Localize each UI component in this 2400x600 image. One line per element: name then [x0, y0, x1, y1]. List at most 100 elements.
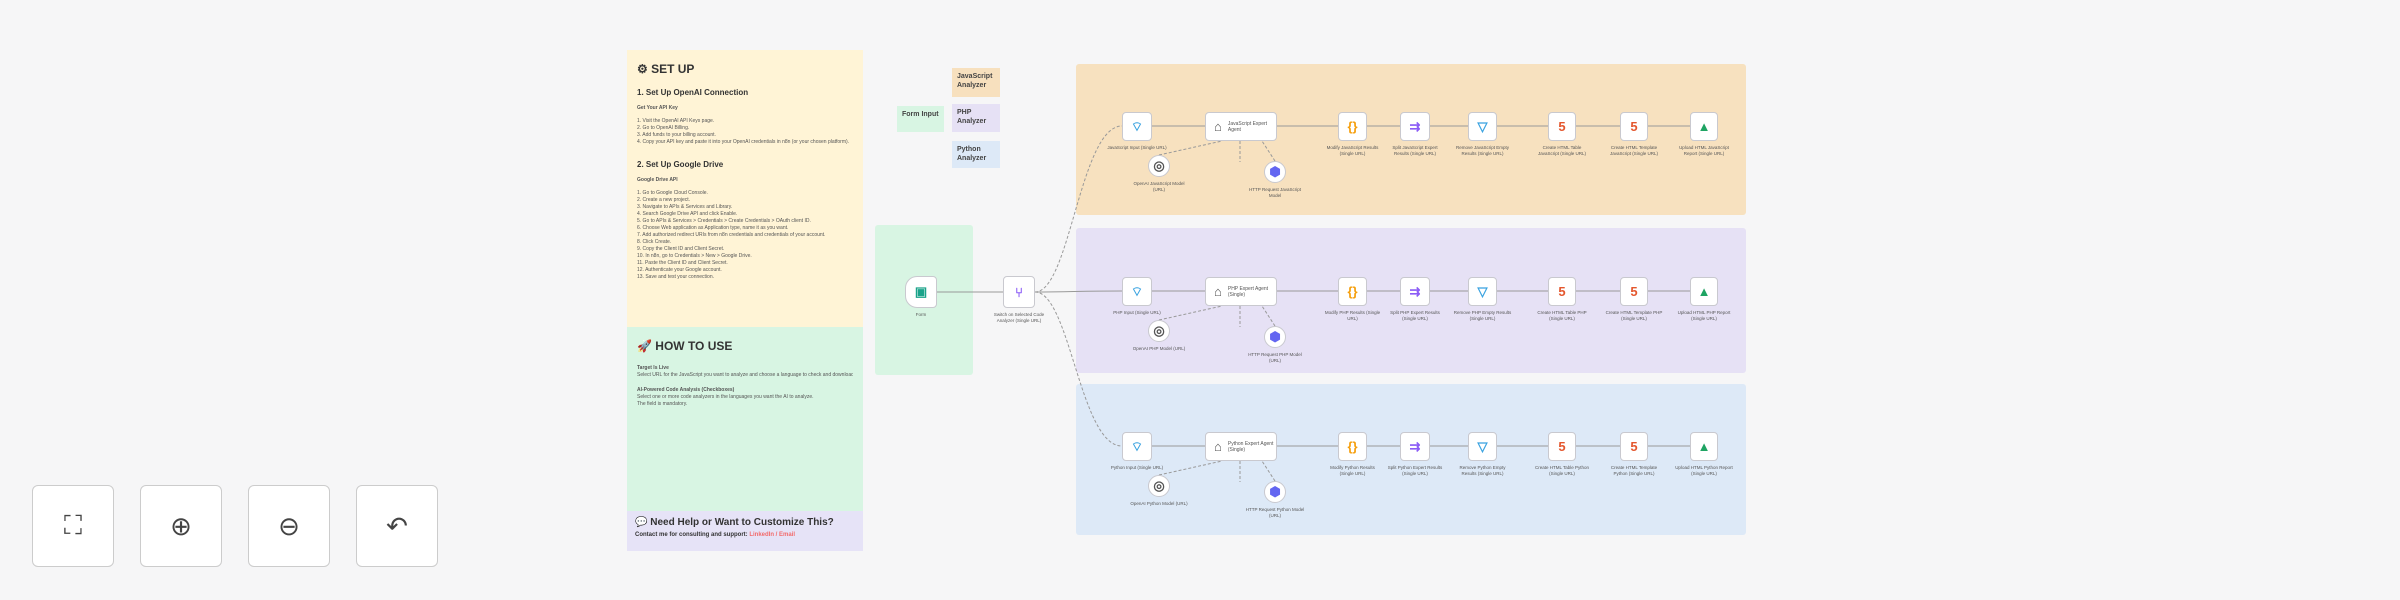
node-label: PHP Input (Single URL) [1113, 310, 1161, 315]
workflow-node[interactable]: ◎ [1148, 475, 1170, 497]
html-icon: 5 [1630, 439, 1638, 454]
zoom-in-icon: ⊕ [170, 510, 192, 541]
workflow-node[interactable]: 5 [1620, 277, 1648, 306]
js-analyzer-label[interactable]: JavaScript Analyzer [952, 68, 1000, 97]
workflow-node[interactable]: ⇉ [1400, 432, 1430, 461]
how-to-use-title: 🚀 HOW TO USE [637, 339, 733, 353]
workflow-node[interactable]: ⌂ Python Expert Agent (Single) [1205, 432, 1277, 461]
drive-step: 1. Go to Google Cloud Console. [637, 190, 708, 196]
workflow-node[interactable]: ⬢ [1264, 161, 1286, 183]
email-link[interactable]: Email [779, 532, 796, 538]
workflow-node[interactable]: ⬢ [1264, 326, 1286, 348]
workflow-node[interactable]: {} [1338, 432, 1367, 461]
node-label: Upload HTML PHP Report (Single URL) [1677, 310, 1731, 321]
workflow-node[interactable]: {} [1338, 112, 1367, 141]
node-label: HTTP Request Python Model (URL) [1245, 507, 1305, 518]
node-label: Remove PHP Empty Results (Single URL) [1453, 310, 1512, 321]
workflow-node[interactable]: ▲ [1690, 432, 1718, 461]
html-icon: 5 [1558, 119, 1566, 134]
workflow-node[interactable]: ⬢ [1264, 481, 1286, 503]
linkedin-link[interactable]: LinkedIn [749, 532, 775, 538]
node-label: Remove Python Empty Results (Single URL) [1459, 465, 1506, 476]
node-label: Split Python Expert Results (Single URL) [1387, 465, 1443, 476]
workflow-node[interactable]: 5 [1620, 432, 1648, 461]
how-to-use-sticky[interactable]: 🚀 HOW TO USE Target Is Live Select URL f… [627, 327, 863, 511]
drive-sub: Google Drive API [637, 177, 678, 183]
google-drive-icon: ▲ [1697, 284, 1711, 299]
node-label: Python Input (Single URL) [1110, 465, 1164, 470]
workflow-node[interactable]: ⌔ [1122, 277, 1152, 306]
workflow-node[interactable]: ▽ [1468, 432, 1497, 461]
workflow-node[interactable]: ▣ [905, 276, 937, 308]
workflow-node[interactable]: ▽ [1468, 277, 1497, 306]
openai-step: 1. Visit the OpenAI API Keys page. [637, 118, 715, 124]
google-drive-icon: ▲ [1697, 119, 1711, 134]
node-label: Modify JavaScript Results (Single URL) [1326, 145, 1379, 156]
connection [1034, 291, 1123, 447]
zoom-out-icon: ⊖ [278, 510, 300, 541]
workflow-node[interactable]: ▲ [1690, 112, 1718, 141]
openai-icon: ◎ [1153, 323, 1165, 338]
connection [1034, 125, 1123, 293]
openai-step: 2. Go to OpenAI Billing. [637, 125, 690, 131]
help-title: 💬 Need Help or Want to Customize This? [635, 517, 834, 528]
connection [1158, 460, 1223, 476]
workflow-node[interactable]: ⌂JavaScript Expert Agent [1205, 112, 1277, 141]
workflow-node[interactable]: 5 [1548, 277, 1576, 306]
fit-view-button[interactable]: ⛶ [32, 485, 114, 567]
node-label: Create HTML Template Python (Single URL) [1610, 465, 1658, 476]
step2-text: Select one or more code analyzers in the… [637, 394, 814, 400]
workflow-node[interactable]: 5 [1548, 112, 1576, 141]
openai-icon: ◎ [1153, 478, 1165, 493]
workflow-node[interactable]: ▽ [1468, 112, 1497, 141]
connection [1261, 460, 1276, 482]
split-icon: ⇉ [1409, 283, 1421, 299]
openai-sub: Get Your API Key [637, 105, 678, 111]
workflow-node[interactable]: 5 [1548, 432, 1576, 461]
workflow-node[interactable]: ⌔ [1122, 112, 1152, 141]
php-analyzer-label[interactable]: PHP Analyzer [952, 104, 1000, 132]
code-icon: {} [1347, 119, 1358, 134]
switch-icon: ⑂ [1015, 284, 1023, 300]
workflow-node[interactable]: {} [1338, 277, 1367, 306]
help-contact: Contact me for consulting and support: L… [635, 532, 796, 538]
workflow-node[interactable]: 5 [1620, 112, 1648, 141]
workflow-node[interactable]: ◎ [1148, 320, 1170, 342]
node-label: Modify PHP Results (Single URL) [1324, 310, 1381, 321]
drive-step: 10. In n8n, go to Credentials > New > Go… [637, 253, 752, 259]
workflow-node[interactable]: ⇉ [1400, 112, 1430, 141]
workflow-node[interactable]: ⌔ [1122, 432, 1152, 461]
python-analyzer-label[interactable]: Python Analyzer [952, 141, 1000, 168]
workflow-node[interactable]: ⌂PHP Expert Agent (Single) [1205, 277, 1277, 306]
connection [1034, 290, 1123, 293]
setup-title: ⚙ SET UP [637, 62, 695, 76]
node-label: Create HTML Template JavaScript (Single … [1609, 145, 1659, 156]
openai-heading: 1. Set Up OpenAI Connection [637, 88, 749, 97]
node-label: Upload HTML Python Report (Single URL) [1675, 465, 1733, 476]
workflow-node[interactable]: ▲ [1690, 277, 1718, 306]
webhook-icon: ⌔ [1130, 283, 1144, 299]
node-label: OpenAI PHP Model (URL) [1132, 346, 1186, 351]
undo-icon: ↶ [386, 510, 408, 541]
node-label: PHP Expert Agent (Single) [1227, 285, 1269, 298]
zoom-out-button[interactable]: ⊖ [248, 485, 330, 567]
undo-button[interactable]: ↶ [356, 485, 438, 567]
step1-heading: Target Is Live [637, 365, 669, 371]
form-input-label[interactable]: Form Input [897, 106, 944, 132]
workflow-node[interactable]: ⇉ [1400, 277, 1430, 306]
node-label: Python Expert Agent (Single) [1227, 440, 1274, 453]
agent-icon: ⌂ [1214, 439, 1222, 454]
node-label: Modify Python Results (Single URL) [1330, 465, 1375, 476]
node-label: HTTP Request JavaScript Model [1249, 187, 1301, 198]
google-drive-icon: ▲ [1697, 439, 1711, 454]
setup-sticky[interactable]: ⚙ SET UP 1. Set Up OpenAI Connection Get… [627, 50, 863, 327]
fullscreen-icon: ⛶ [63, 510, 83, 540]
http-request-icon: ⬢ [1269, 164, 1281, 179]
workflow-node[interactable]: ⑂ [1003, 276, 1035, 308]
zoom-in-button[interactable]: ⊕ [140, 485, 222, 567]
node-label: Create HTML Table Python (Single URL) [1534, 465, 1590, 476]
help-sticky[interactable]: 💬 Need Help or Want to Customize This? C… [627, 511, 863, 551]
form-icon: ▣ [914, 284, 928, 299]
workflow-node[interactable]: ◎ [1148, 155, 1170, 177]
